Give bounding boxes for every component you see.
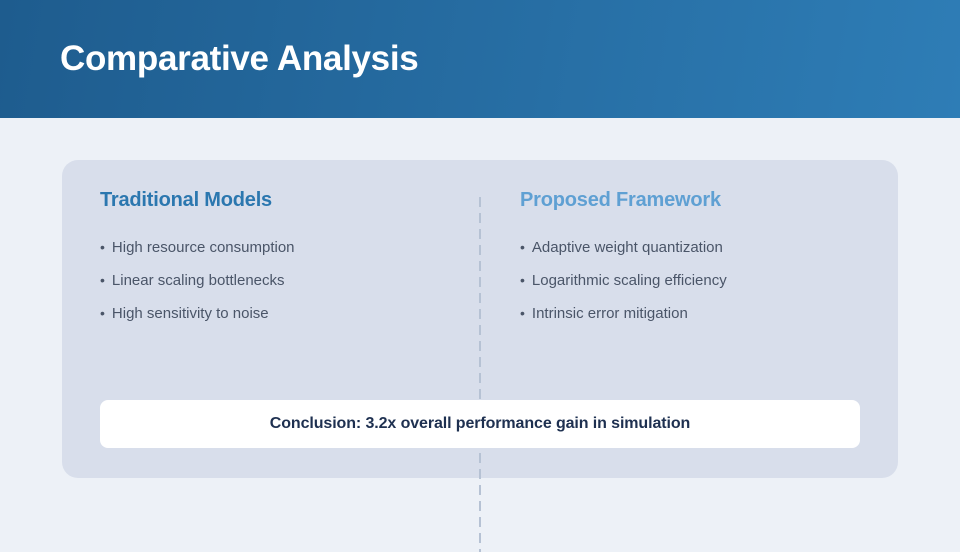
column-divider <box>479 197 481 552</box>
comparison-card: Traditional Models • High resource consu… <box>62 160 898 552</box>
bullet-icon: • <box>100 305 105 321</box>
list-item-text: High resource consumption <box>111 239 295 256</box>
bullet-icon: • <box>520 272 525 288</box>
bullet-icon: • <box>520 305 525 321</box>
list-item-text: Adaptive weight quantization <box>531 239 723 256</box>
list-item-text: Intrinsic error mitigation <box>531 305 688 322</box>
traditional-models-heading: Traditional Models <box>100 189 272 211</box>
page-title: Comparative Analysis <box>60 39 419 78</box>
proposed-framework-list: • Adaptive weight quantization • Logarit… <box>520 239 860 322</box>
list-item: • Intrinsic error mitigation <box>520 305 860 322</box>
bullet-icon: • <box>100 272 105 288</box>
list-item: • High resource consumption <box>100 239 440 256</box>
column-proposed-framework: Proposed Framework • Adaptive weight qua… <box>520 188 860 338</box>
list-item: • Linear scaling bottlenecks <box>100 272 440 289</box>
bullet-icon: • <box>520 239 525 255</box>
list-item-text: Logarithmic scaling efficiency <box>531 272 727 289</box>
conclusion-bar: Conclusion: 3.2x overall performance gai… <box>100 400 860 448</box>
list-item: • Logarithmic scaling efficiency <box>520 272 860 289</box>
list-item: • High sensitivity to noise <box>100 305 440 322</box>
column-traditional-models: Traditional Models • High resource consu… <box>100 188 440 338</box>
list-item-text: Linear scaling bottlenecks <box>111 272 285 289</box>
proposed-framework-heading: Proposed Framework <box>520 189 721 211</box>
list-item: • Adaptive weight quantization <box>520 239 860 256</box>
bullet-icon: • <box>100 239 105 255</box>
slide-header: Comparative Analysis <box>0 0 960 118</box>
conclusion-text: Conclusion: 3.2x overall performance gai… <box>269 415 691 432</box>
traditional-models-list: • High resource consumption • Linear sca… <box>100 239 440 322</box>
list-item-text: High sensitivity to noise <box>111 305 269 322</box>
